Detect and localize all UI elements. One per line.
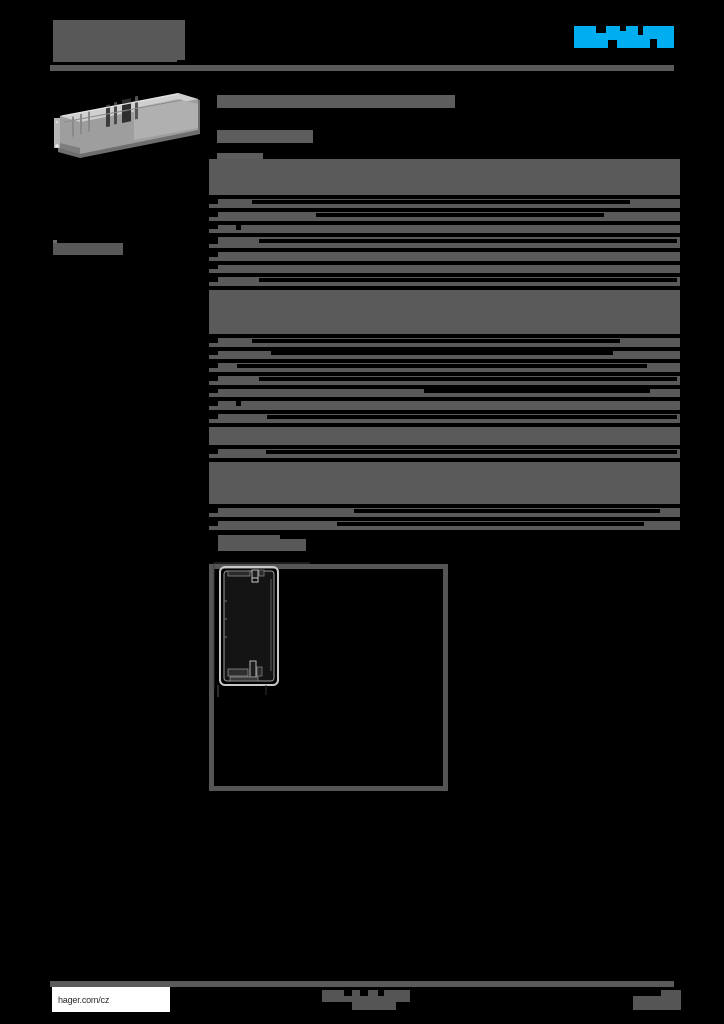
footer-url-box[interactable]: hager.com/cz: [52, 987, 170, 1012]
footer-mask: [378, 990, 384, 996]
product-photo: [50, 88, 205, 166]
table-cell-value: [424, 389, 650, 393]
logo-mask: [620, 26, 626, 31]
table-row-notch: [209, 521, 218, 526]
table-cell-value: [266, 450, 677, 454]
page-header: [0, 0, 724, 78]
table-cell-value: [237, 364, 647, 368]
footer-center-text-second-line: [352, 1001, 396, 1010]
table-cell-value: [354, 509, 660, 513]
table-row-separator: [209, 423, 680, 427]
hager-logo: [574, 26, 674, 52]
table-row-separator: [209, 233, 680, 237]
table-cell-value: [252, 200, 630, 204]
table-row-separator: [209, 517, 680, 521]
table-row-notch: [209, 252, 218, 257]
table-row-notch: [209, 212, 218, 217]
table-row-notch: [209, 363, 218, 368]
table-row-separator: [209, 195, 680, 199]
table-row-separator: [209, 208, 680, 212]
table-cell-value: [337, 522, 644, 526]
table-row-separator: [209, 445, 680, 449]
footer-divider: [50, 981, 674, 987]
drawing-section-label: [218, 539, 306, 551]
footer-url-text: hager.com/cz: [58, 994, 110, 1005]
table-row-notch: [209, 376, 218, 381]
table-row-separator: [209, 410, 680, 414]
product-reference: [217, 130, 313, 143]
table-row-separator: [209, 334, 680, 338]
table-row-notch: [209, 199, 218, 204]
table-row-separator: [209, 347, 680, 351]
table-cell-value: [259, 278, 677, 282]
table-row-separator: [209, 261, 680, 265]
drawing-label-ascender: [218, 535, 280, 540]
logo-mask: [638, 26, 643, 35]
logo-mask: [608, 40, 617, 48]
left-caption-marker: [53, 240, 57, 244]
cross-section-drawing: [206, 557, 316, 702]
section-label-characteristics: [217, 153, 263, 163]
table-row-separator: [209, 397, 680, 401]
product-heading: [217, 95, 455, 108]
table-row-separator: [209, 504, 680, 508]
table-bullet-marker: [236, 225, 241, 230]
table-row-notch: [209, 225, 218, 229]
table-cell-value: [316, 213, 604, 217]
table-row-notch: [209, 508, 218, 513]
table-cell-value: [271, 351, 613, 355]
table-row-separator: [209, 385, 680, 389]
table-row-separator: [209, 273, 680, 277]
table-row-separator: [209, 286, 680, 290]
footer-mask: [633, 990, 661, 996]
table-cell-value: [252, 339, 620, 343]
table-row-notch: [209, 237, 218, 244]
table-row-separator: [209, 458, 680, 462]
left-caption: [53, 243, 123, 255]
table-row-notch: [209, 414, 218, 419]
table-row-notch: [209, 265, 218, 269]
page-subtitle: [53, 48, 177, 62]
table-row-separator: [209, 359, 680, 363]
table-row-separator: [209, 372, 680, 376]
table-bullet-marker: [236, 401, 241, 406]
table-row-notch: [209, 351, 218, 355]
table-row-separator: [209, 221, 680, 225]
table-cell-value: [259, 239, 677, 243]
table-cell-value: [267, 415, 677, 419]
table-row-notch: [209, 277, 218, 282]
header-divider: [50, 65, 674, 71]
specifications-table: [209, 159, 680, 530]
table-row-separator: [209, 248, 680, 252]
footer-mask: [360, 990, 368, 996]
footer-mask: [344, 990, 352, 996]
table-cell-value: [259, 377, 677, 381]
table-row-notch: [209, 389, 218, 393]
table-row-notch: [209, 401, 218, 406]
logo-mask: [596, 26, 606, 33]
table-row-notch: [209, 449, 218, 454]
table-row-notch: [209, 338, 218, 343]
logo-mask: [650, 39, 657, 48]
